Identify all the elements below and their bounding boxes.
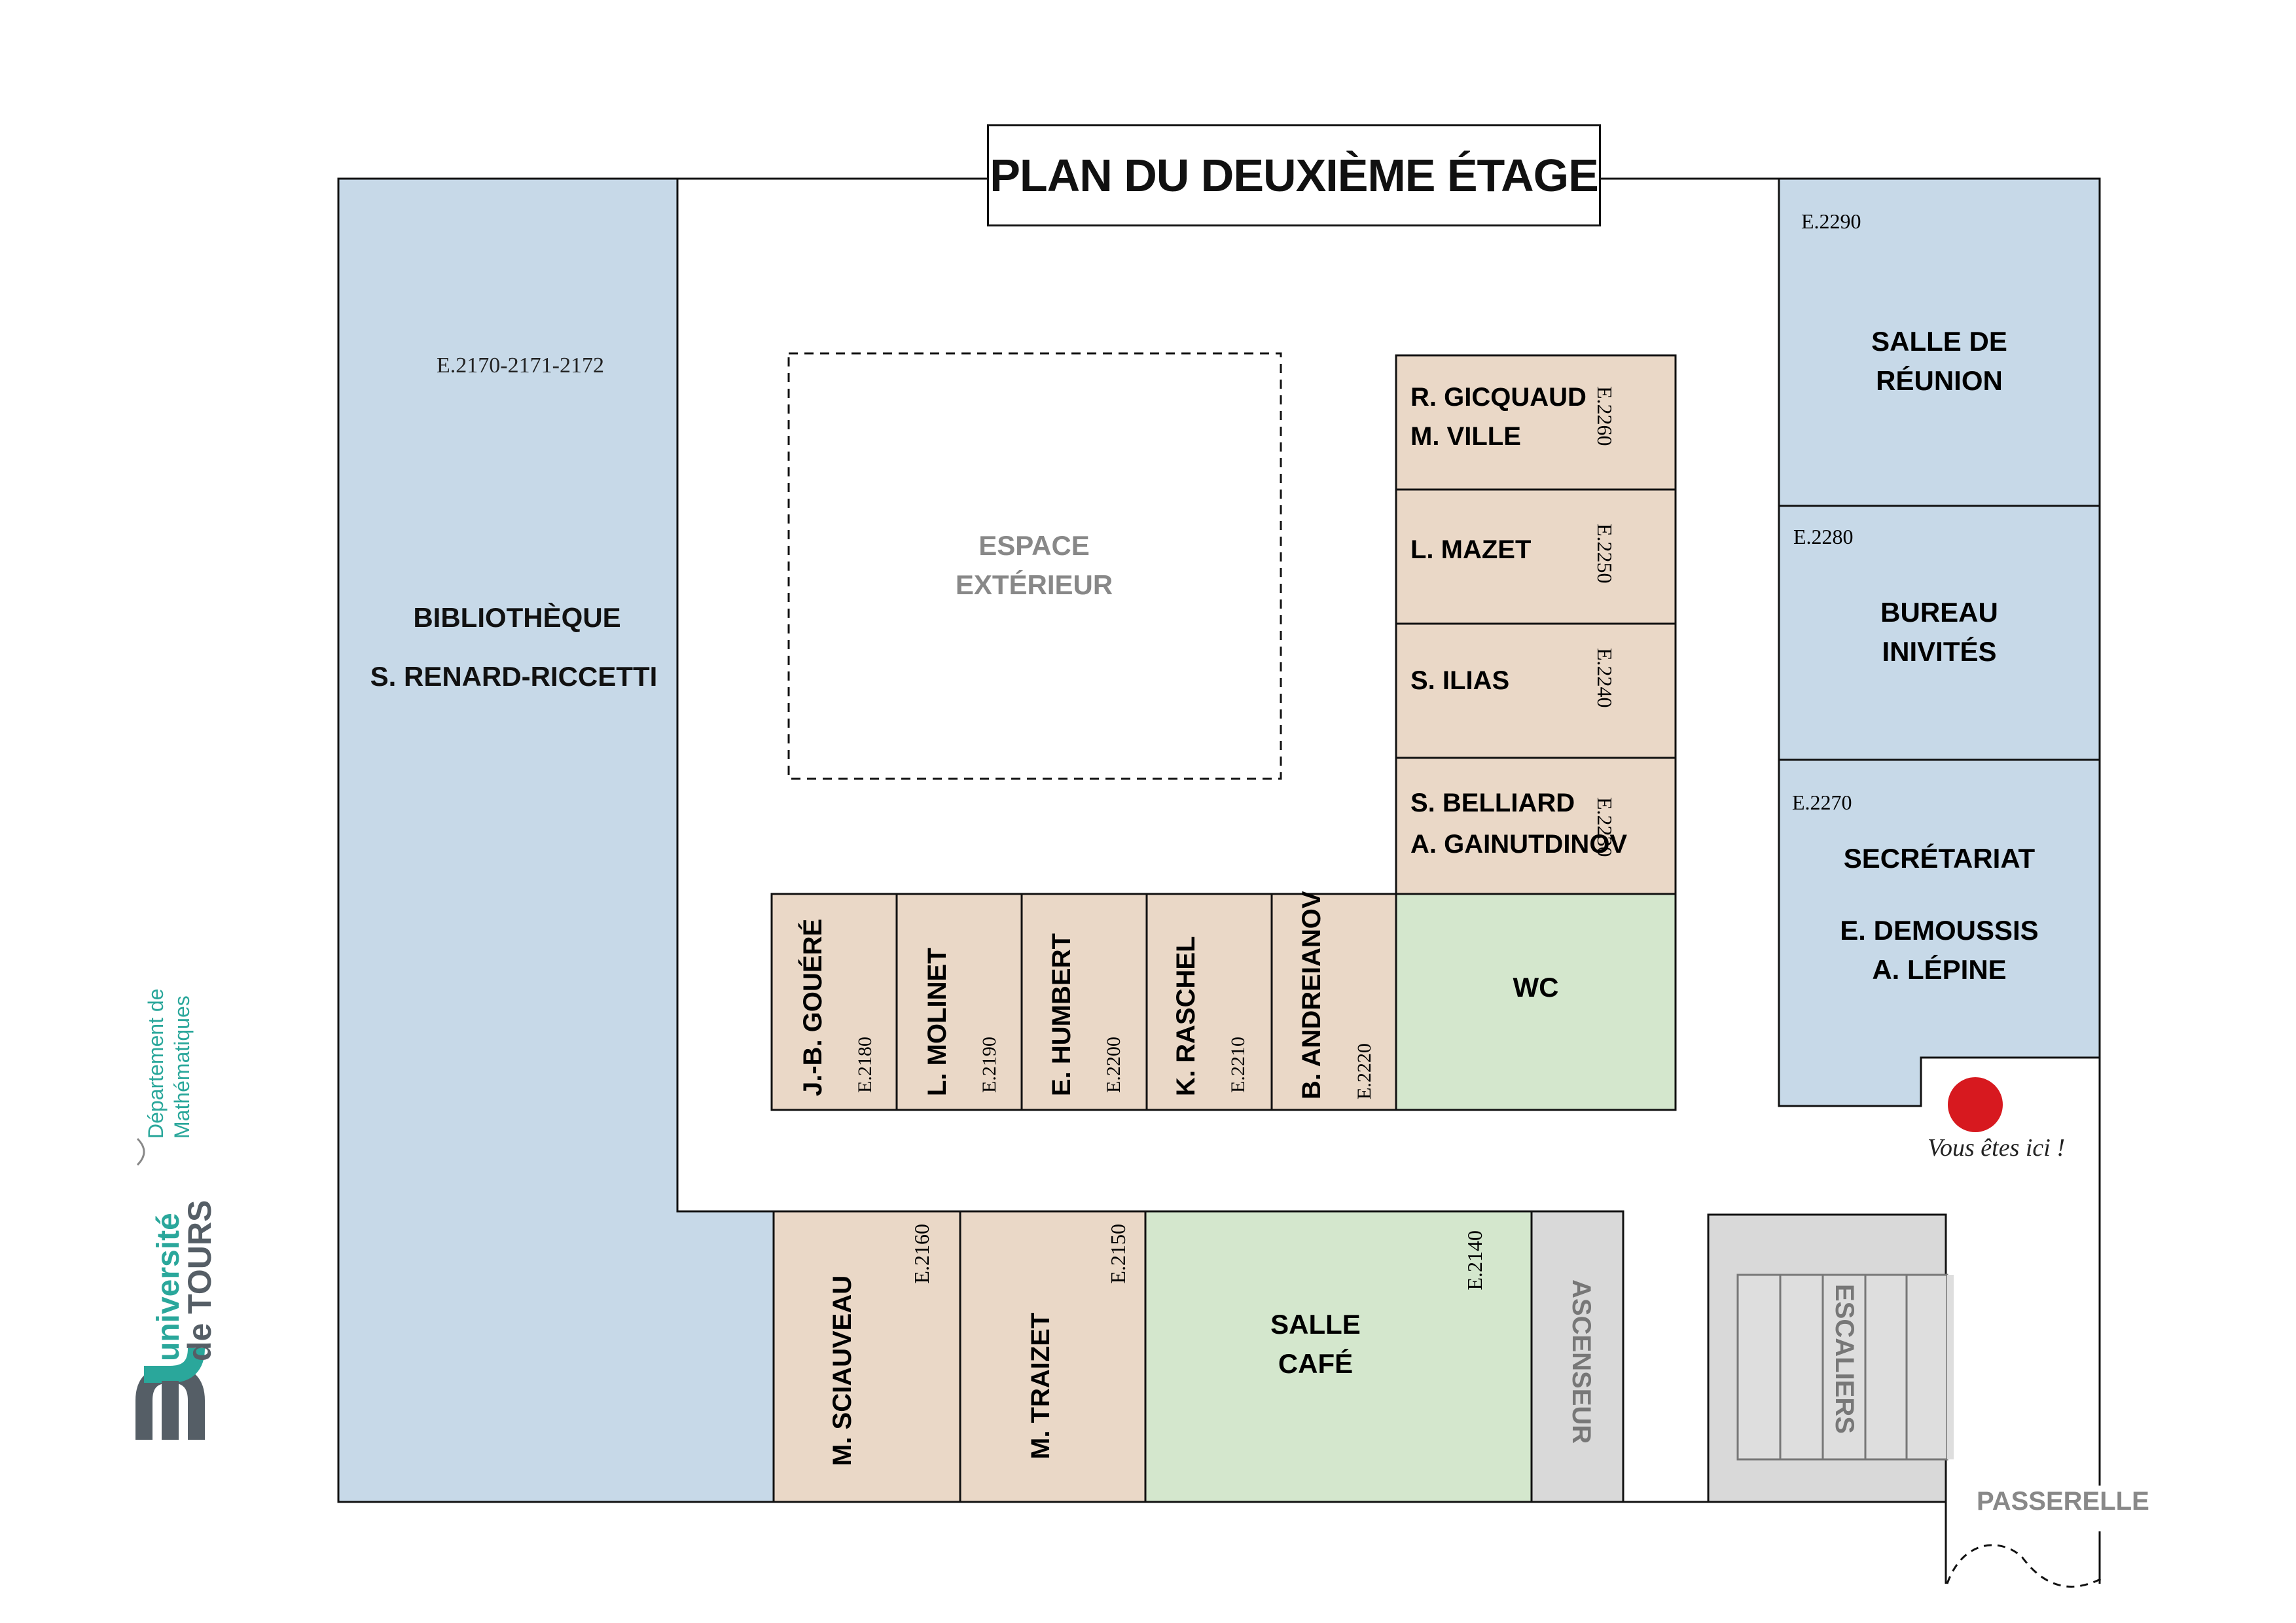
- ut-logo-mark: [135, 1137, 205, 1440]
- room-label: CAFÉ: [1278, 1348, 1354, 1379]
- room-occupant: M. SCIAUVEAU: [828, 1275, 857, 1466]
- room-number: E.2230: [1593, 797, 1617, 857]
- room-occupant: E. DEMOUSSIS: [1840, 915, 2039, 946]
- room-label: ESCALIERS: [1830, 1284, 1859, 1434]
- room-number: E.2280: [1793, 525, 1854, 548]
- room-number: E.2270: [1792, 791, 1852, 814]
- espace-exterieur-area: [787, 352, 1282, 780]
- room-number: E.2200: [1103, 1037, 1124, 1093]
- room-occupant: S. ILIAS: [1410, 666, 1510, 695]
- room-label: SALLE: [1270, 1309, 1361, 1340]
- stairs-steps: [1736, 1274, 1948, 1461]
- you-are-here-marker: [1948, 1077, 2003, 1132]
- room-number: E.2170-2171-2172: [437, 353, 604, 378]
- room-e2190: [895, 893, 1023, 1111]
- passerelle-label: PASSERELLE: [1977, 1487, 2149, 1516]
- room-e2210: [1145, 893, 1273, 1111]
- room-e2250: [1395, 488, 1677, 625]
- room-occupant: S. BELLIARD: [1410, 789, 1575, 817]
- room-label: ASCENSEUR: [1567, 1279, 1596, 1444]
- room-e2140: [1144, 1210, 1533, 1503]
- room-occupant: L. MAZET: [1410, 535, 1532, 564]
- room-label: SALLE DE: [1871, 326, 2007, 357]
- plan-title-box: PLAN DU DEUXIÈME ÉTAGE: [987, 124, 1601, 226]
- room-occupant: A. LÉPINE: [1872, 954, 2007, 985]
- room-number: E.2260: [1593, 386, 1617, 446]
- room-occupant: J.-B. GOUÉRÉ: [798, 918, 827, 1096]
- room-wc: [1395, 893, 1677, 1111]
- room-occupant: R. GICQUAUD: [1410, 383, 1587, 412]
- room-occupant: B. ANDREIANOV: [1297, 891, 1326, 1099]
- room-label: EXTÉRIEUR: [955, 569, 1113, 600]
- room-number: E.2180: [854, 1037, 876, 1093]
- logo-dept-line1: Département de: [144, 988, 168, 1139]
- room-label: WC: [1513, 972, 1559, 1003]
- room-number: E.2140: [1463, 1230, 1486, 1291]
- page-title: PLAN DU DEUXIÈME ÉTAGE: [990, 150, 1599, 201]
- room-occupant: L. MOLINET: [923, 948, 952, 1096]
- room-e2200: [1020, 893, 1148, 1111]
- room-label: BUREAU: [1880, 597, 1998, 628]
- room-number: E.2290: [1801, 209, 1861, 233]
- room-label: SECRÉTARIAT: [1843, 843, 2036, 874]
- room-occupant: A. GAINUTDINOV: [1410, 830, 1628, 859]
- room-e2230: [1395, 757, 1677, 895]
- passerelle-path: [1946, 1544, 2105, 1588]
- logo-dept-line2: Mathématiques: [170, 995, 194, 1139]
- room-occupant: E. HUMBERT: [1047, 933, 1076, 1096]
- room-number: E.2190: [978, 1037, 1000, 1093]
- room-e2260: [1395, 354, 1677, 491]
- room-number: E.2250: [1593, 524, 1617, 584]
- logo-text-tours: de TOURS: [181, 1200, 218, 1361]
- room-number: E.2240: [1593, 648, 1617, 708]
- room-label: RÉUNION: [1876, 365, 2003, 396]
- room-e2270: [1778, 758, 2101, 1107]
- you-are-here-label: Vous êtes ici !: [1927, 1134, 2065, 1162]
- room-occupant: M. VILLE: [1410, 422, 1521, 451]
- room-ascenseur: [1530, 1210, 1624, 1503]
- room-label: ESPACE: [978, 530, 1090, 561]
- room-number: E.2220: [1354, 1043, 1375, 1099]
- university-logo: université de TOURS Département de Mathé…: [124, 929, 218, 1492]
- room-e2180: [770, 893, 898, 1111]
- room-e2280: [1778, 505, 2101, 761]
- room-occupant: M. TRAIZET: [1026, 1312, 1055, 1459]
- room-label: BIBLIOTHÈQUE: [413, 602, 621, 633]
- room-e2240: [1395, 622, 1677, 759]
- room-label: INIVITÉS: [1882, 636, 1997, 667]
- room-number: E.2150: [1106, 1224, 1130, 1284]
- room-e2220: [1270, 893, 1397, 1111]
- room-number: E.2210: [1227, 1037, 1249, 1093]
- room-occupant: S. RENARD-RICCETTI: [370, 661, 658, 692]
- room-number: E.2160: [910, 1224, 933, 1284]
- room-occupant: K. RASCHEL: [1172, 936, 1200, 1096]
